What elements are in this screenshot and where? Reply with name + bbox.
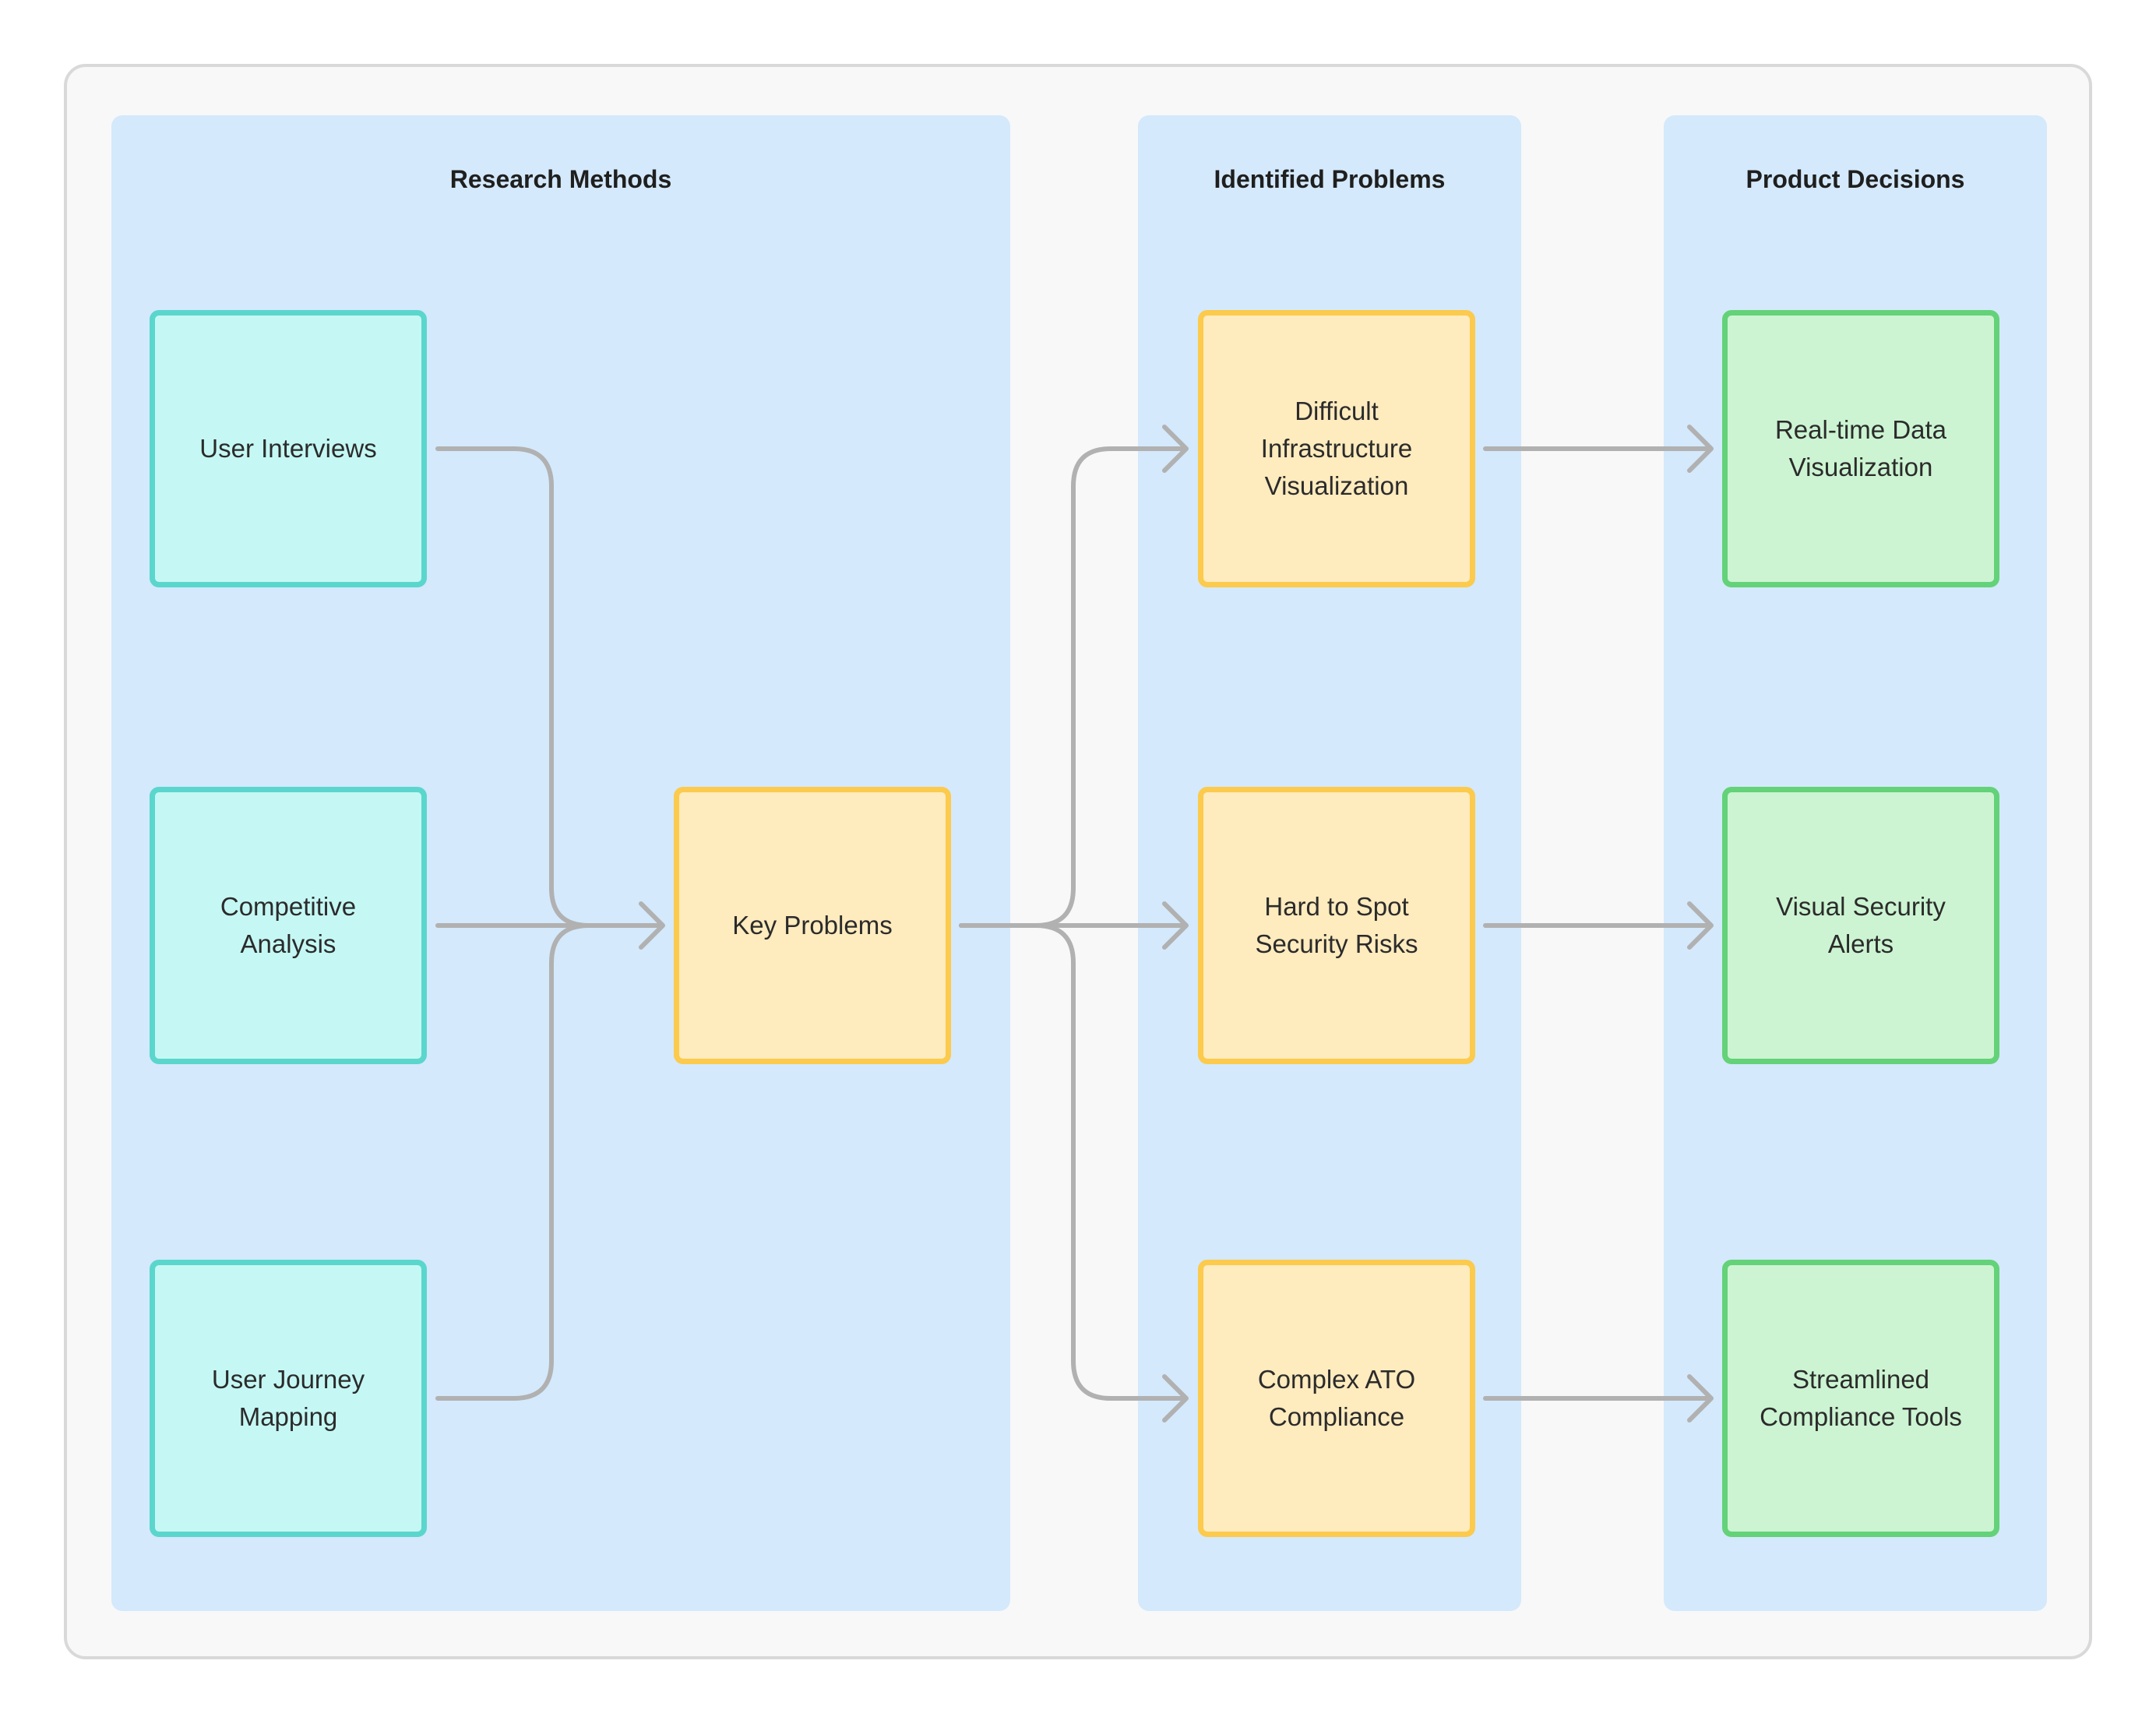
- node-user-journey-mapping[interactable]: User Journey Mapping: [150, 1260, 427, 1537]
- column-title-product-decisions: Product Decisions: [1746, 165, 1965, 193]
- node-label: Hard to Spot Security Risks: [1255, 892, 1418, 958]
- node-competitive-analysis[interactable]: Competitive Analysis: [150, 787, 427, 1064]
- node-label: Visual Security Alerts: [1776, 892, 1946, 958]
- node-hard-to-spot-security-risks[interactable]: Hard to Spot Security Risks: [1198, 787, 1475, 1064]
- node-streamlined-compliance-tools[interactable]: Streamlined Compliance Tools: [1722, 1260, 1999, 1537]
- column-title-identified-problems: Identified Problems: [1214, 165, 1446, 193]
- node-realtime-data-visualization[interactable]: Real-time Data Visualization: [1722, 310, 1999, 587]
- node-label: Key Problems: [732, 911, 893, 940]
- node-difficult-infrastructure-visualization[interactable]: Difficult Infrastructure Visualization: [1198, 310, 1475, 587]
- node-label: Competitive Analysis: [220, 892, 357, 958]
- node-user-interviews[interactable]: User Interviews: [150, 310, 427, 587]
- node-complex-ato-compliance[interactable]: Complex ATO Compliance: [1198, 1260, 1475, 1537]
- node-label: User Interviews: [199, 434, 377, 463]
- node-key-problems[interactable]: Key Problems: [674, 787, 951, 1064]
- node-label: Complex ATO Compliance: [1257, 1365, 1416, 1431]
- node-label: User Journey Mapping: [211, 1365, 365, 1431]
- node-label: Streamlined Compliance Tools: [1760, 1365, 1962, 1431]
- node-label: Real-time Data Visualization: [1774, 415, 1947, 481]
- node-label: Difficult Infrastructure Visualization: [1260, 397, 1413, 500]
- node-visual-security-alerts[interactable]: Visual Security Alerts: [1722, 787, 1999, 1064]
- column-title-research-methods: Research Methods: [449, 165, 672, 193]
